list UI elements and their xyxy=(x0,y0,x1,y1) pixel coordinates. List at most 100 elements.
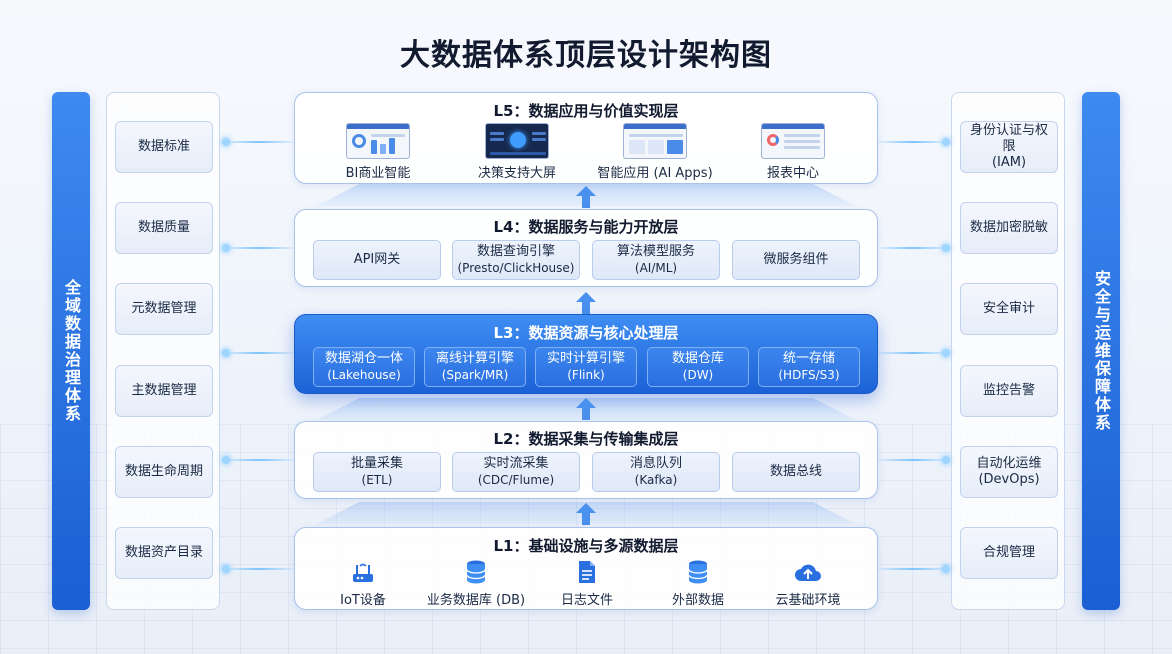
security-item-sublabel: (IAM) xyxy=(991,155,1027,171)
connector-line xyxy=(222,349,294,357)
layer-l1-title: L1：基础设施与多源数据层 xyxy=(493,537,679,555)
page-title: 大数据体系顶层设计架构图 xyxy=(400,38,772,73)
connector-line xyxy=(222,244,294,252)
l3-item-label: 数据湖仓一体 xyxy=(324,351,403,367)
up-arrow-icon xyxy=(576,186,596,208)
database-icon xyxy=(688,560,708,584)
l5-item-label[interactable]: 报表中心 xyxy=(766,166,819,181)
layer-l1: L1：基础设施与多源数据层 IoT设备 业务数据库 (DB) 日志文件 外部数据… xyxy=(294,527,878,610)
governance-item[interactable]: 数据标准 xyxy=(115,121,213,173)
router-icon xyxy=(353,563,373,582)
governance-item[interactable]: 数据质量 xyxy=(115,202,213,254)
l4-item[interactable]: 数据查询引擎(Presto/ClickHouse) xyxy=(452,240,580,280)
connector-line xyxy=(222,138,294,146)
security-bar-label: 安全与运维保障体系 xyxy=(1092,270,1111,432)
l1-item-label[interactable]: IoT设备 xyxy=(340,593,386,608)
security-item[interactable]: 安全审计 xyxy=(960,283,1058,335)
security-item[interactable]: 数据加密脱敏 xyxy=(960,202,1058,254)
connector-line xyxy=(222,565,294,573)
layer-l2: L2：数据采集与传输集成层 批量采集(ETL) 实时流采集(CDC/Flume)… xyxy=(294,421,878,499)
layer-l3: L3：数据资源与核心处理层 数据湖仓一体(Lakehouse) 离线计算引擎(S… xyxy=(294,314,878,394)
governance-bar-label: 全域数据治理体系 xyxy=(62,279,81,423)
governance-item[interactable]: 主数据管理 xyxy=(115,365,213,417)
l2-item[interactable]: 数据总线 xyxy=(732,452,860,492)
l4-item-sublabel: (AI/ML) xyxy=(634,260,678,275)
l2-item-sublabel: (CDC/Flume) xyxy=(477,472,555,487)
l2-item[interactable]: 批量采集(ETL) xyxy=(313,452,441,492)
security-item-label: 数据加密脱敏 xyxy=(969,219,1048,235)
up-arrow-icon xyxy=(576,503,596,525)
l1-item-label[interactable]: 云基础环境 xyxy=(775,593,841,608)
security-item-label: 安全审计 xyxy=(982,300,1035,316)
l4-item[interactable]: 算法模型服务(AI/ML) xyxy=(592,240,720,280)
dashboard-screenshot-icon xyxy=(346,123,410,159)
l5-item-label[interactable]: BI商业智能 xyxy=(345,166,411,181)
ai-app-screenshot-icon xyxy=(623,123,687,159)
connector-line xyxy=(878,138,950,146)
l4-item-label: 算法模型服务 xyxy=(616,244,695,260)
l3-item[interactable]: 实时计算引擎(Flink) xyxy=(535,347,637,387)
security-item[interactable]: 自动化运维(DevOps) xyxy=(960,446,1058,498)
layer-l5: L5：数据应用与价值实现层 BI商业智能 决策支持大屏 智能应用 (AI App… xyxy=(294,92,878,184)
security-item-label: 合规管理 xyxy=(982,544,1035,560)
l3-item-sublabel: (Spark/MR) xyxy=(441,367,509,382)
l4-item-label: 微服务组件 xyxy=(763,251,829,267)
cloud-upload-icon xyxy=(795,564,821,581)
l4-item[interactable]: API网关 xyxy=(313,240,441,280)
l3-item-label: 实时计算引擎 xyxy=(546,351,625,367)
up-arrow-icon xyxy=(576,292,596,314)
l3-item[interactable]: 离线计算引擎(Spark/MR) xyxy=(424,347,526,387)
connector-line xyxy=(878,456,950,464)
l2-item-label: 批量采集 xyxy=(350,456,403,472)
l3-item-label: 数据仓库 xyxy=(671,351,724,367)
l1-item-label[interactable]: 业务数据库 (DB) xyxy=(426,593,526,608)
security-item[interactable]: 监控告警 xyxy=(960,365,1058,417)
l2-item-sublabel: (Kafka) xyxy=(634,472,678,487)
security-item[interactable]: 身份认证与权限(IAM) xyxy=(960,121,1058,173)
l3-item-label: 离线计算引擎 xyxy=(435,351,514,367)
document-icon xyxy=(579,561,595,583)
l2-item[interactable]: 实时流采集(CDC/Flume) xyxy=(452,452,580,492)
l3-item-sublabel: (Flink) xyxy=(567,367,605,382)
l3-item-sublabel: (HDFS/S3) xyxy=(778,367,840,382)
l2-item-sublabel: (ETL) xyxy=(361,472,393,487)
layer-l4: L4：数据服务与能力开放层 API网关 数据查询引擎(Presto/ClickH… xyxy=(294,209,878,287)
layer-l3-title: L3：数据资源与核心处理层 xyxy=(493,324,679,342)
l3-item[interactable]: 数据湖仓一体(Lakehouse) xyxy=(313,347,415,387)
security-item[interactable]: 合规管理 xyxy=(960,527,1058,579)
governance-panel: 数据标准 数据质量 元数据管理 主数据管理 数据生命周期 数据资产目录 xyxy=(106,92,220,610)
security-panel: 身份认证与权限(IAM) 数据加密脱敏 安全审计 监控告警 自动化运维(DevO… xyxy=(951,92,1065,610)
security-bar: 安全与运维保障体系 xyxy=(1082,92,1120,610)
layer-l2-title: L2：数据采集与传输集成层 xyxy=(493,430,679,448)
l2-item-label: 消息队列 xyxy=(629,456,682,472)
l3-item-sublabel: (Lakehouse) xyxy=(327,367,401,382)
database-icon xyxy=(466,560,486,584)
l1-item-label[interactable]: 外部数据 xyxy=(671,593,724,608)
security-item-sublabel: (DevOps) xyxy=(978,472,1040,487)
l2-item-label: 实时流采集 xyxy=(483,456,549,472)
security-item-label: 自动化运维 xyxy=(976,455,1042,471)
security-item-label: 监控告警 xyxy=(982,382,1035,398)
layer-l5-title: L5：数据应用与价值实现层 xyxy=(493,102,679,120)
connector-line xyxy=(878,349,950,357)
governance-item[interactable]: 数据生命周期 xyxy=(115,446,213,498)
governance-item[interactable]: 数据资产目录 xyxy=(115,527,213,579)
governance-item[interactable]: 元数据管理 xyxy=(115,283,213,335)
l4-item[interactable]: 微服务组件 xyxy=(732,240,860,280)
l5-item-label[interactable]: 智能应用 (AI Apps) xyxy=(597,166,713,181)
big-screen-screenshot-icon xyxy=(485,123,549,159)
connector-line xyxy=(222,456,294,464)
l3-item[interactable]: 数据仓库(DW) xyxy=(647,347,749,387)
l3-item-label: 统一存储 xyxy=(782,351,835,367)
l2-item[interactable]: 消息队列(Kafka) xyxy=(592,452,720,492)
layer-l4-title: L4：数据服务与能力开放层 xyxy=(493,218,679,236)
governance-bar: 全域数据治理体系 xyxy=(52,92,90,610)
connector-line xyxy=(878,244,950,252)
l5-item-label[interactable]: 决策支持大屏 xyxy=(477,166,556,181)
l3-item[interactable]: 统一存储(HDFS/S3) xyxy=(758,347,860,387)
l2-item-label: 数据总线 xyxy=(769,463,822,479)
l1-item-label[interactable]: 日志文件 xyxy=(560,593,613,608)
l4-item-label: 数据查询引擎 xyxy=(476,244,555,260)
connector-line xyxy=(878,565,950,573)
report-screenshot-icon xyxy=(761,123,825,159)
